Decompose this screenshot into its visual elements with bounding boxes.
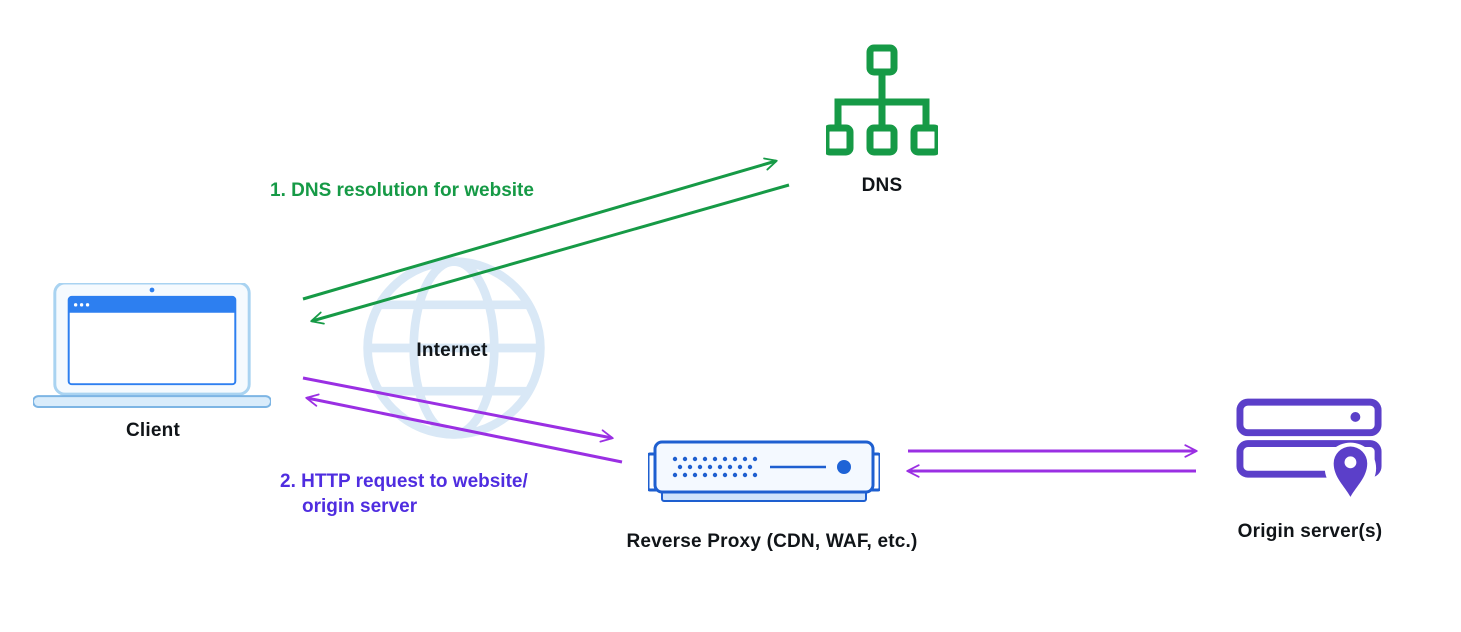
reverse-proxy-node — [648, 440, 880, 508]
dns-tree-icon — [826, 44, 938, 156]
dot-pattern — [672, 456, 758, 478]
step1-annotation: 1. DNS resolution for website — [270, 180, 534, 201]
server-stack-pin-icon — [1236, 398, 1382, 497]
location-pin-icon — [1333, 446, 1368, 497]
proxy-origin-arrows — [906, 444, 1198, 478]
dns-node — [826, 44, 938, 156]
server-appliance-icon — [648, 440, 880, 502]
laptop-icon — [33, 283, 271, 408]
step2-line1: 2. HTTP request to website/ — [280, 471, 528, 492]
origin-node — [1236, 398, 1384, 501]
arrow-client-to-proxy — [302, 376, 614, 443]
client-label: Client — [126, 420, 180, 441]
arrow-proxy-to-client — [305, 393, 623, 464]
dns-resolution-arrows — [302, 157, 790, 325]
globe-icon — [363, 257, 545, 439]
http-request-arrows — [302, 376, 623, 464]
step2-annotation: 2. HTTP request to website/ origin serve… — [280, 469, 528, 519]
internet-label: Internet — [416, 340, 488, 361]
arrow-dns-to-client — [310, 183, 790, 325]
dns-label: DNS — [861, 175, 903, 196]
arrow-client-to-dns — [302, 157, 778, 301]
internet-node — [358, 252, 550, 444]
origin-label: Origin server(s) — [1237, 521, 1383, 542]
client-node — [33, 283, 271, 412]
step2-line2: origin server — [302, 496, 418, 517]
reverse-proxy-label: Reverse Proxy (CDN, WAF, etc.) — [626, 531, 918, 552]
